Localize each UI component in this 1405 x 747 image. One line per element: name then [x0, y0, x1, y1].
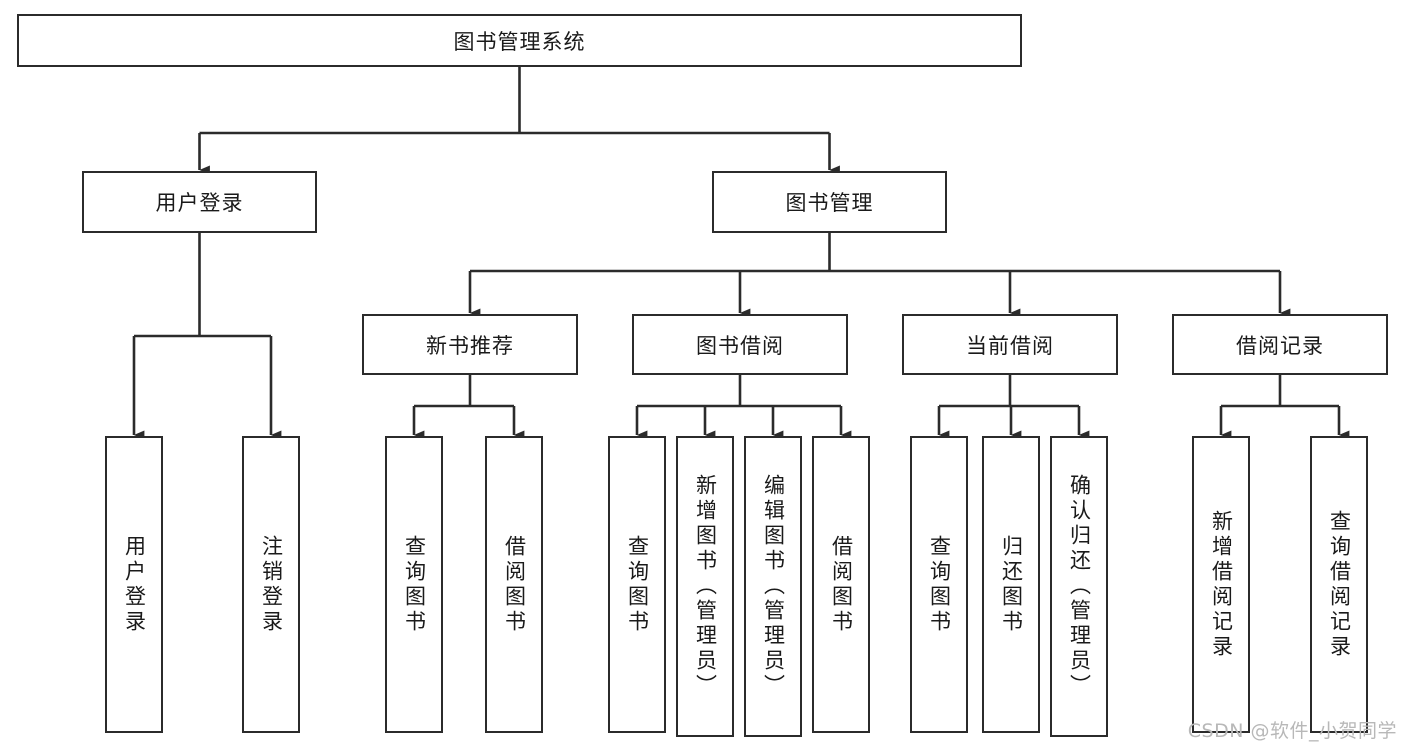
node-leaf-query-book-bb[interactable]: 查询图书	[608, 436, 666, 733]
node-current-borrow[interactable]: 当前借阅	[902, 314, 1118, 375]
node-leaf-logout[interactable]: 注销登录	[242, 436, 300, 733]
csdn-watermark: CSDN @软件_小贺同学	[1187, 720, 1397, 742]
node-label: 新增图书（管理员）	[693, 474, 718, 699]
node-leaf-query-book-cb[interactable]: 查询图书	[910, 436, 968, 733]
node-label: 注销登录	[259, 534, 284, 635]
node-label: 查询图书	[625, 534, 650, 635]
node-book-borrow[interactable]: 图书借阅	[632, 314, 848, 375]
node-user-login[interactable]: 用户登录	[82, 171, 317, 233]
node-leaf-query-record[interactable]: 查询借阅记录	[1310, 436, 1368, 733]
node-label: 查询图书	[402, 534, 427, 635]
node-leaf-edit-book[interactable]: 编辑图书（管理员）	[744, 436, 802, 737]
node-leaf-confirm-return[interactable]: 确认归还（管理员）	[1050, 436, 1108, 737]
edges-group	[132, 67, 1350, 440]
node-label: 新增借阅记录	[1209, 509, 1234, 660]
node-label: 图书管理	[785, 191, 874, 215]
node-new-book-rec[interactable]: 新书推荐	[362, 314, 578, 375]
node-leaf-query-book-rec[interactable]: 查询图书	[385, 436, 443, 733]
node-label: 新书推荐	[426, 333, 514, 358]
node-root[interactable]: 图书管理系统	[17, 14, 1022, 67]
node-leaf-add-book[interactable]: 新增图书（管理员）	[676, 436, 734, 737]
node-label: 图书借阅	[696, 333, 784, 358]
node-leaf-borrow-book-bb[interactable]: 借阅图书	[812, 436, 870, 733]
node-leaf-borrow-book-rec[interactable]: 借阅图书	[485, 436, 543, 733]
node-label: 借阅记录	[1236, 333, 1324, 358]
node-label: 确认归还（管理员）	[1067, 474, 1092, 699]
node-book-manage[interactable]: 图书管理	[712, 171, 947, 233]
node-leaf-add-record[interactable]: 新增借阅记录	[1192, 436, 1250, 733]
node-label: 查询图书	[927, 534, 952, 635]
node-label: 查询借阅记录	[1327, 509, 1352, 660]
node-label: 借阅图书	[502, 534, 527, 635]
node-label: 编辑图书（管理员）	[761, 474, 786, 699]
node-borrow-record[interactable]: 借阅记录	[1172, 314, 1388, 375]
node-label: 用户登录	[155, 191, 244, 215]
node-label: 借阅图书	[829, 534, 854, 635]
node-label: 用户登录	[122, 534, 147, 635]
node-label: 当前借阅	[966, 333, 1054, 358]
node-leaf-return-book[interactable]: 归还图书	[982, 436, 1040, 733]
node-label: 图书管理系统	[453, 29, 586, 54]
node-label: 归还图书	[999, 534, 1024, 635]
node-leaf-user-login[interactable]: 用户登录	[105, 436, 163, 733]
